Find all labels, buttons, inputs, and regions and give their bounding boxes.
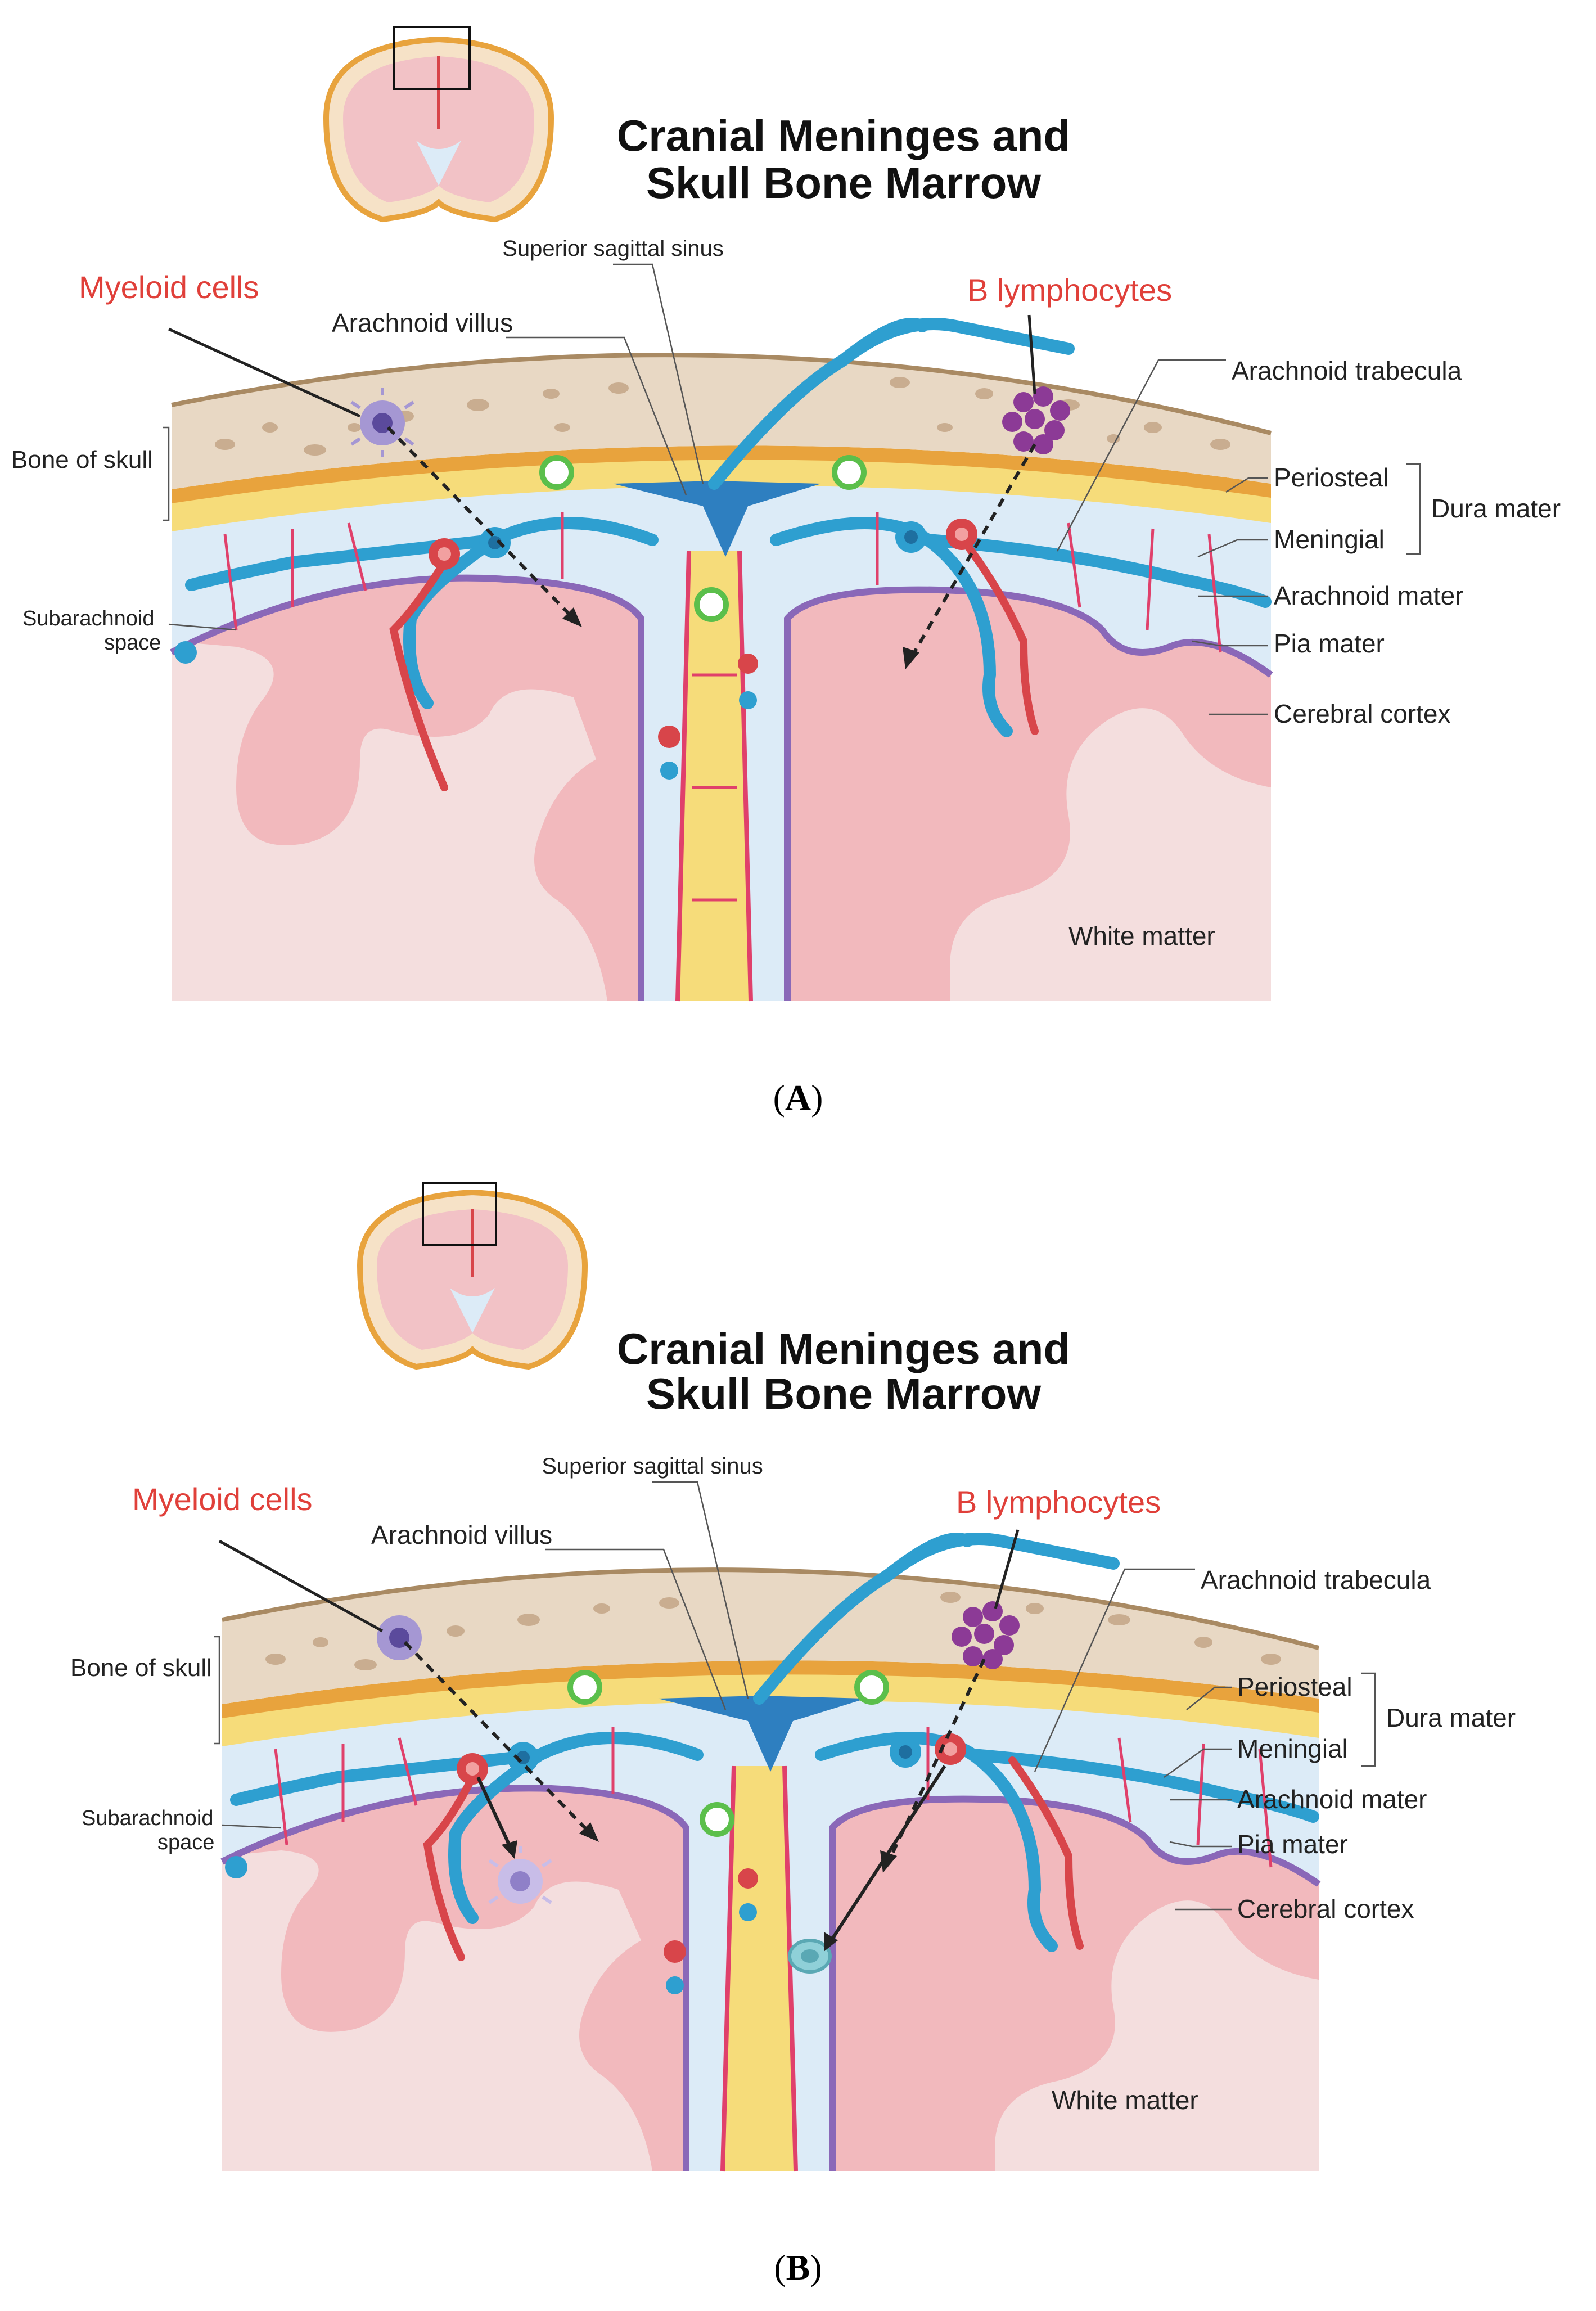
zoom-box-icon [422, 1182, 497, 1246]
label-dura-mater: Dura mater [1431, 494, 1561, 523]
cerebral-cortex-region [222, 1774, 686, 2171]
label-subarachnoid-space-line1: Subarachnoid [82, 1807, 214, 1830]
label-subarachnoid-space-line2: space [104, 631, 161, 655]
label-white-matter: White matter [1068, 921, 1215, 950]
caption-letter-b: B [786, 2247, 810, 2287]
brain-thumbnail-icon [357, 1182, 588, 1370]
label-meningial: Meningial [1274, 525, 1385, 554]
panel-a: Cranial Meninges and Skull Bone Marrow S… [0, 0, 1596, 1057]
skull-bone [222, 1570, 1319, 1704]
meningial-layer [222, 1672, 1319, 1746]
label-periosteal: Periosteal [1274, 463, 1389, 492]
label-arachnoid-villus: Arachnoid villus [332, 308, 513, 337]
label-arachnoid-trabecula: Arachnoid trabecula [1201, 1565, 1431, 1594]
label-cerebral-cortex: Cerebral cortex [1237, 1894, 1414, 1923]
label-cerebral-cortex: Cerebral cortex [1274, 699, 1450, 728]
label-meningial: Meningial [1237, 1734, 1348, 1763]
panel-title-line1: Cranial Meninges and [617, 1324, 1070, 1373]
label-myeloid-cells: Myeloid cells [79, 269, 259, 305]
label-arachnoid-mater: Arachnoid mater [1237, 1785, 1427, 1814]
panel-b: Cranial Meninges and Skull Bone Marrow S… [45, 1181, 1563, 2216]
b-lymphocyte-cluster-icon [952, 1601, 1020, 1669]
label-periosteal: Periosteal [1237, 1672, 1352, 1701]
label-arachnoid-mater: Arachnoid mater [1274, 581, 1464, 610]
panel-title-line2: Skull Bone Marrow [646, 158, 1041, 208]
panel-title-line1: Cranial Meninges and [617, 111, 1070, 160]
zoom-box-icon [393, 26, 471, 90]
label-subarachnoid-space-line1: Subarachnoid [22, 607, 155, 630]
panel-title-line2: Skull Bone Marrow [646, 1369, 1041, 1418]
b-lymphocyte-cluster-icon [1002, 386, 1070, 454]
cerebral-cortex-region [172, 560, 641, 1001]
label-superior-sagittal-sinus: Superior sagittal sinus [542, 1454, 763, 1479]
label-b-lymphocytes: B lymphocytes [967, 272, 1172, 308]
periosteal-layer [222, 1660, 1319, 1718]
label-white-matter: White matter [1052, 2085, 1198, 2115]
granulation-vessels [174, 455, 977, 780]
skull-bone [172, 355, 1271, 489]
caption-b: (B) [774, 2247, 822, 2287]
migrated-myeloid-cell-icon [488, 1846, 552, 1904]
myeloid-cell-icon [377, 1615, 422, 1660]
superior-sagittal-sinus [613, 481, 821, 557]
label-dura-mater: Dura mater [1386, 1703, 1516, 1732]
caption-a: (A) [773, 1078, 823, 1118]
label-b-lymphocytes: B lymphocytes [956, 1484, 1161, 1520]
brain-thumbnail-icon [323, 26, 554, 223]
label-bone-of-skull: Bone of skull [11, 446, 153, 474]
label-subarachnoid-space-line2: space [157, 1831, 214, 1854]
label-pia-mater: Pia mater [1274, 629, 1385, 658]
label-arachnoid-villus: Arachnoid villus [371, 1520, 552, 1549]
label-bone-of-skull: Bone of skull [70, 1654, 212, 1682]
label-myeloid-cells: Myeloid cells [132, 1481, 313, 1517]
label-pia-mater: Pia mater [1237, 1830, 1348, 1859]
superior-sagittal-sinus [658, 1696, 866, 1772]
meningial-layer [172, 457, 1271, 531]
caption-letter-a: A [785, 1078, 811, 1118]
label-superior-sagittal-sinus: Superior sagittal sinus [502, 236, 724, 261]
granulation-vessels [225, 1670, 966, 1994]
label-arachnoid-trabecula: Arachnoid trabecula [1232, 356, 1462, 385]
periosteal-layer [172, 445, 1271, 503]
